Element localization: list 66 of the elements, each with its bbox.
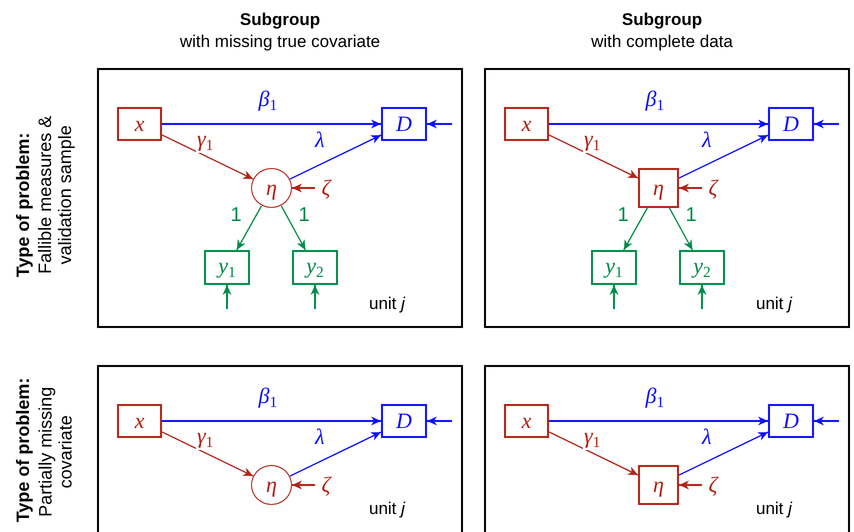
variable-box: D [381,404,427,438]
arrow [548,431,638,476]
variable-box: x [504,404,549,438]
unit-label: unit j [369,294,405,314]
panel-frame [97,68,463,328]
heading: Subgroup [238,10,322,30]
panel-frame [484,68,850,328]
variable-box: y$_{2}$ [679,250,725,285]
arrow [236,206,262,250]
edge-label: β$_{1}$ [258,384,278,410]
arrow [290,432,382,477]
arrow [310,285,320,309]
symbol-label: ζ [702,174,724,202]
symbol-label: ζ [315,471,337,499]
arrow [549,120,768,128]
arrow [162,431,254,477]
variable-box: x [117,404,162,438]
arrow [427,120,452,128]
variable-box: x [117,107,162,141]
variable-box: y$_{2}$ [292,250,338,285]
latent-variable-circle: η [251,168,292,208]
heading: Type of problem: [14,376,34,524]
variable-box: y$_{1}$ [591,250,637,285]
unit-label: unit j [369,499,405,519]
subheading: Partially missing covariate [36,386,76,519]
arrow [814,120,839,128]
heading: Type of problem: [14,132,34,280]
variable-box: η [638,168,679,208]
arrow [548,134,638,179]
arrow [222,285,232,309]
arrow [814,416,839,426]
edge-label: β$_{1}$ [644,384,666,410]
variable-box: D [768,404,814,438]
arrow [549,416,768,426]
arrow [698,285,706,309]
arrow [292,184,315,192]
arrow [290,134,382,180]
symbol-label: ζ [315,174,337,202]
arrow [280,206,306,250]
variable-box: y$_{1}$ [204,250,250,285]
arrow [427,416,452,426]
arrow [162,120,381,128]
arrow [679,184,702,192]
heading: Subgroup [620,10,704,30]
arrow [292,480,315,490]
latent-variable-circle: η [251,465,292,505]
arrow [610,285,618,309]
arrow [678,134,768,179]
arrow [162,134,254,180]
arrow [162,416,381,426]
arrow [668,208,693,250]
unit-label: unit j [756,294,792,314]
variable-box: D [381,107,427,141]
arrow [678,432,768,476]
subheading: with complete data [590,32,734,52]
variable-box: x [504,107,549,141]
unit-label: unit j [756,499,792,519]
variable-box: η [638,465,679,505]
edge-label: β$_{1}$ [258,88,278,113]
arrow [623,208,648,250]
edge-label: β$_{1}$ [644,88,666,113]
subheading: Fallible measures & validation sample [36,114,76,276]
subheading: with missing true covariate [178,32,382,52]
symbol-label: ζ [702,471,724,499]
variable-box: D [768,107,814,141]
arrow [679,480,702,490]
